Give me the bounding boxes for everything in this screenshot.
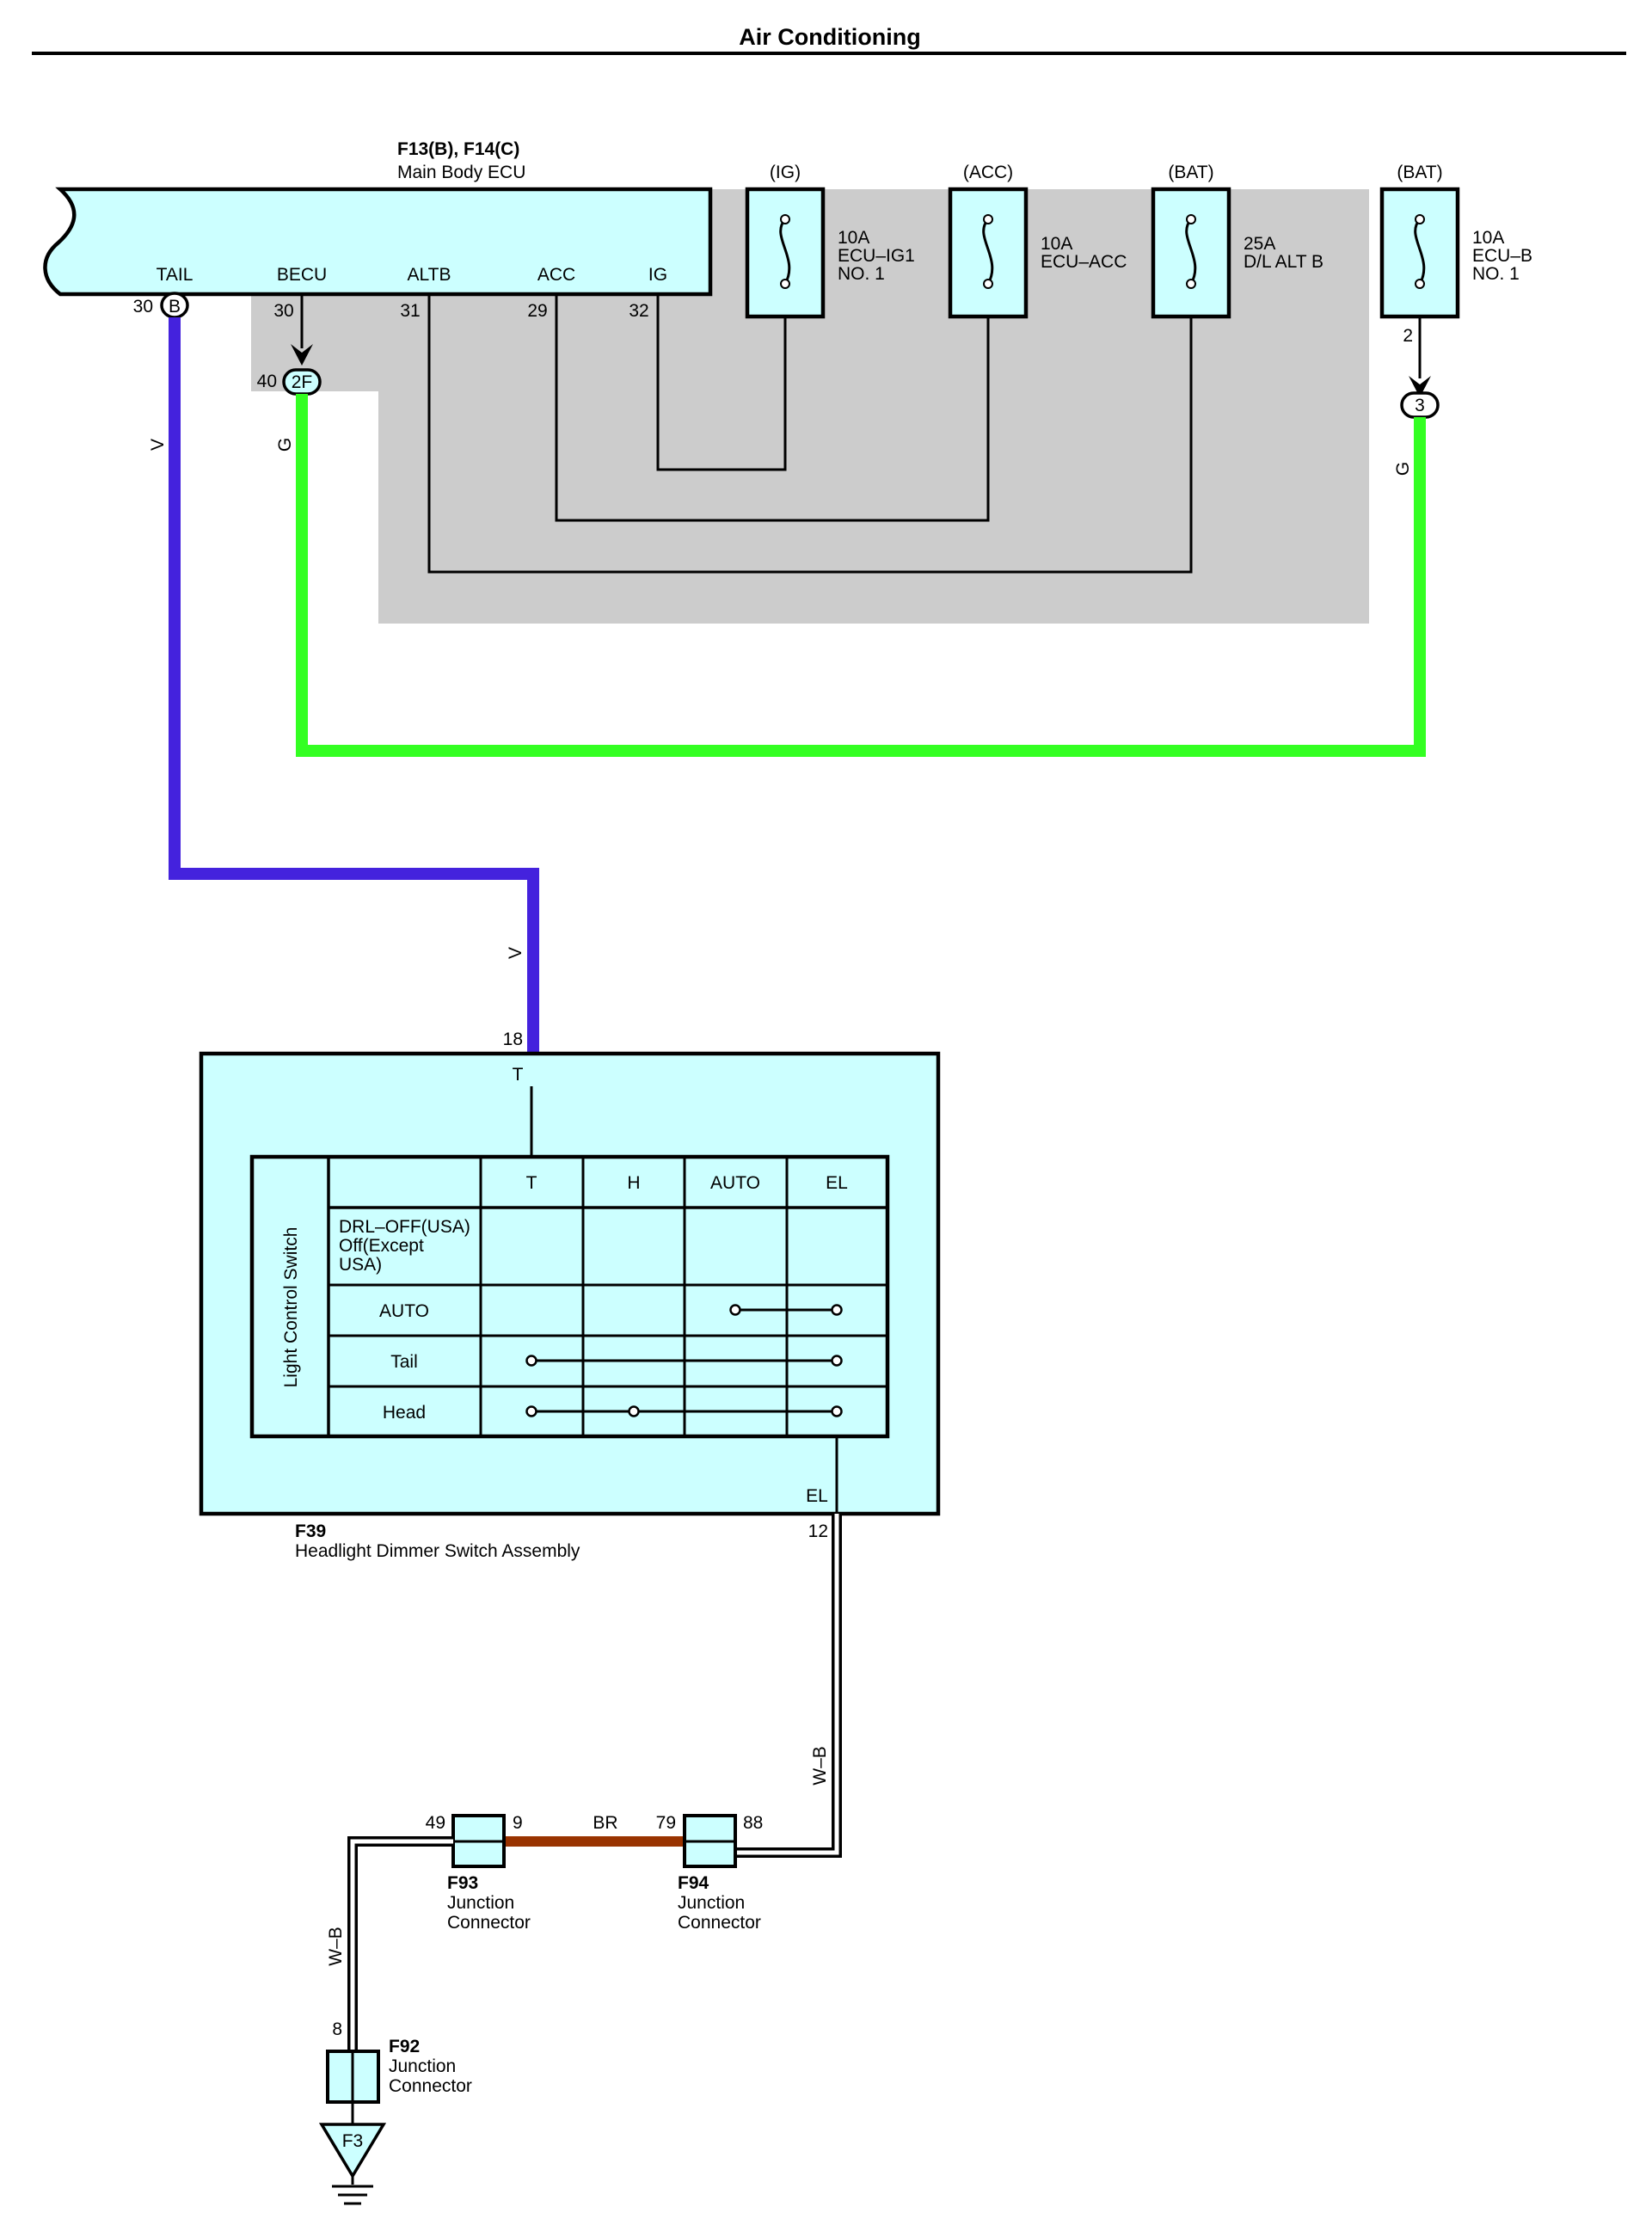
wire-green <box>296 394 1426 757</box>
switch-name: Headlight Dimmer Switch Assembly <box>295 1541 580 1561</box>
fuse-ecu-ig1: (IG) 10A ECU–IG1 NO. 1 <box>745 163 915 319</box>
connector-3-arrow <box>1409 376 1431 397</box>
wire-altb <box>427 284 1193 574</box>
term-becu: BECU <box>277 265 327 285</box>
wire-br-label: BR <box>593 1813 617 1833</box>
wire-wb-left <box>347 1836 453 2051</box>
term-acc: ACC <box>537 265 575 285</box>
switch-side-label: Light Control Switch <box>281 1227 301 1388</box>
wire-wb-right <box>731 1514 842 1858</box>
fuse-ecub-line1: ECU–B <box>1472 246 1532 266</box>
pin-acc: 29 <box>527 301 547 321</box>
col-auto: AUTO <box>710 1173 760 1193</box>
row-drl-off-line2: Off(Except <box>339 1236 424 1256</box>
page-title: Air Conditioning <box>739 24 920 50</box>
connector-3-label: 3 <box>1415 396 1425 415</box>
f92-line1: Junction <box>389 2056 456 2076</box>
wire-v1-label: V <box>148 439 168 451</box>
pin-40: 40 <box>257 372 277 391</box>
fuse-altb-amps: 25A <box>1244 234 1275 254</box>
fuse-ecub-line2: NO. 1 <box>1472 264 1520 284</box>
wire-violet <box>169 317 539 1053</box>
connector-b-label: B <box>169 297 181 317</box>
fuse-altb-source: (BAT) <box>1168 163 1213 182</box>
junction-f92: 8 F92 Junction Connector <box>326 2019 472 2104</box>
ecu-ref: F13(B), F14(C) <box>397 139 519 159</box>
fuse-ig-source: (IG) <box>770 163 801 182</box>
f92-pin-top: 8 <box>332 2019 342 2039</box>
ecub-pin: 2 <box>1403 326 1413 346</box>
wire-wb1-label: W–B <box>810 1746 830 1786</box>
pin-tail: 30 <box>133 297 153 317</box>
row-tail: Tail <box>390 1352 418 1372</box>
switch-term-top: T <box>513 1065 524 1085</box>
fuse-ig-line2: NO. 1 <box>838 264 885 284</box>
junction-f94: 79 88 F94 Junction Connector <box>656 1813 764 1933</box>
fuse-altb-line1: D/L ALT B <box>1244 252 1323 272</box>
fuse-ecu-b: (BAT) 10A ECU–B NO. 1 <box>1379 163 1532 319</box>
term-tail: TAIL <box>157 265 193 285</box>
f94-pin-right: 88 <box>743 1813 763 1833</box>
wire-wb2-label: W–B <box>326 1927 346 1966</box>
continuity-head <box>525 1405 843 1417</box>
continuity-auto <box>729 1304 843 1316</box>
f93-line1: Junction <box>447 1893 514 1913</box>
term-ig: IG <box>648 265 667 285</box>
connector-2f-label: 2F <box>292 372 313 392</box>
pin-becu: 30 <box>273 301 293 321</box>
connector-2f-arrow <box>291 344 313 366</box>
fuse-ecub-source: (BAT) <box>1397 163 1442 182</box>
fuse-acc-line1: ECU–ACC <box>1041 252 1127 272</box>
f94-ref: F94 <box>678 1873 709 1893</box>
row-drl-off-line1: DRL–OFF(USA) <box>339 1217 470 1237</box>
row-head: Head <box>383 1403 426 1423</box>
col-el: EL <box>826 1173 848 1193</box>
fuse-ig-line1: ECU–IG1 <box>838 246 915 266</box>
row-drl-off-line3: USA) <box>339 1255 382 1275</box>
wire-g1-label: G <box>275 438 295 452</box>
fuse-dl-alt-b: (BAT) 25A D/L ALT B <box>1151 163 1323 319</box>
f93-pin-left: 49 <box>426 1813 445 1833</box>
continuity-tail <box>525 1355 843 1367</box>
headlight-dimmer-switch-assembly: 18 T Light Control Switch T H AUTO EL DR… <box>199 1030 941 1516</box>
ground-label: F3 <box>342 2131 364 2151</box>
f94-pin-left: 79 <box>656 1813 676 1833</box>
wire-g2-label: G <box>1393 462 1413 476</box>
wire-acc <box>555 284 990 522</box>
row-auto: AUTO <box>379 1301 429 1321</box>
fuse-ecu-acc: (ACC) 10A ECU–ACC <box>948 163 1127 319</box>
fuse-acc-source: (ACC) <box>963 163 1013 182</box>
switch-pin-top: 18 <box>503 1030 523 1049</box>
f93-line2: Connector <box>447 1913 531 1933</box>
fuse-ecub-amps: 10A <box>1472 228 1504 248</box>
f92-line2: Connector <box>389 2076 472 2096</box>
switch-pin-bottom: 12 <box>808 1521 828 1541</box>
wire-ig <box>656 284 787 471</box>
f94-line1: Junction <box>678 1893 745 1913</box>
term-altb: ALTB <box>408 265 451 285</box>
fuse-ig-amps: 10A <box>838 228 869 248</box>
junction-f93: 49 9 F93 Junction Connector <box>426 1813 531 1933</box>
col-t: T <box>526 1173 537 1193</box>
switch-term-bottom: EL <box>806 1486 828 1506</box>
f94-line2: Connector <box>678 1913 761 1933</box>
pin-ig: 32 <box>629 301 648 321</box>
ground-f3: F3 <box>318 2102 387 2205</box>
f93-pin-right: 9 <box>513 1813 523 1833</box>
main-body-ecu: F13(B), F14(C) Main Body ECU TAIL BECU A… <box>43 139 713 297</box>
wire-v2-label: V <box>506 947 525 959</box>
f93-ref: F93 <box>447 1873 478 1893</box>
switch-ref: F39 <box>295 1521 326 1541</box>
f92-ref: F92 <box>389 2037 420 2056</box>
ecu-name: Main Body ECU <box>397 163 525 182</box>
col-h: H <box>627 1173 640 1193</box>
pin-altb: 31 <box>400 301 420 321</box>
fuse-acc-amps: 10A <box>1041 234 1072 254</box>
